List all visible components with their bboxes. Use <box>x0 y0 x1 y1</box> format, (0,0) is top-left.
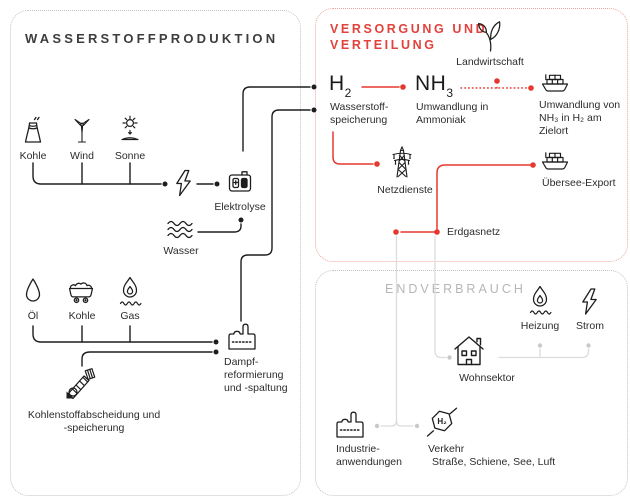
conversion-ship-icon <box>540 67 570 95</box>
heizung-label: Heizung <box>520 320 560 332</box>
coal-cart-icon <box>66 278 96 305</box>
kohle-label: Kohle <box>19 150 47 162</box>
kohle2-label: Kohle <box>68 310 96 322</box>
ammonia-line1: Umwandlung in <box>416 101 489 113</box>
enduse-panel <box>315 270 628 496</box>
reforming-label: Dampf- reformierung und -spaltung <box>224 356 288 395</box>
h2-storage-line2: speicherung <box>330 114 388 126</box>
ccs-label-line2: -speicherung <box>63 422 125 434</box>
reforming-factory-icon <box>226 320 258 351</box>
uebersee-label: Übersee-Export <box>542 177 616 189</box>
ammonia-label: Umwandlung in Ammoniak <box>416 101 488 127</box>
carbon-capture-icon <box>63 367 99 400</box>
nh3-base: NH <box>415 72 447 95</box>
ammonia-line2: Ammoniak <box>416 114 466 126</box>
verkehr-modes-label: Straße, Schiene, See, Luft <box>432 456 556 468</box>
power-bolt-icon <box>580 287 599 316</box>
h2-transport-sign-icon: H₂ <box>426 405 458 440</box>
elektrolyse-label: Elektrolyse <box>214 201 266 213</box>
water-waves-icon <box>165 219 197 240</box>
h2-sign-text: H₂ <box>437 417 447 426</box>
distribution-panel <box>315 8 628 262</box>
cooling-tower-icon <box>22 116 44 144</box>
verkehr-label-block: Verkehr Straße, Schiene, See, Luft <box>428 443 555 469</box>
sonne-label: Sonne <box>114 150 146 162</box>
ccs-label: Kohlenstoffabscheidung und -speicherung <box>18 409 170 435</box>
enduse-title: ENDVERBRAUCH <box>385 282 526 296</box>
conversion-line1: Umwandlung von <box>539 99 621 111</box>
erdgasnetz-label: Erdgasnetz <box>447 226 501 238</box>
reforming-label-line1: Dampf- <box>224 356 259 368</box>
strom-label: Strom <box>575 320 604 332</box>
oel-label: Öl <box>27 310 39 322</box>
wind-turbine-icon <box>70 116 94 144</box>
ccs-label-line1: Kohlenstoffabscheidung und <box>27 409 161 421</box>
gas-label: Gas <box>120 310 140 322</box>
house-icon <box>450 333 488 368</box>
power-tower-icon <box>389 145 415 179</box>
gas-flame-icon <box>117 276 143 306</box>
industrie-line2: anwendungen <box>336 456 402 468</box>
nh3-sub: 3 <box>446 86 454 101</box>
sun-icon <box>117 114 143 144</box>
wind-label: Wind <box>70 150 94 162</box>
distribution-title-line2: VERTEILUNG <box>330 38 437 52</box>
wasser-label: Wasser <box>163 245 199 257</box>
verkehr-label: Verkehr <box>428 443 465 455</box>
h2-storage-label: Wasserstoff- speicherung <box>330 101 388 127</box>
oil-drop-icon <box>24 277 42 305</box>
h2-storage-line1: Wasserstoff- <box>330 101 389 113</box>
reforming-label-line2: reformierung <box>224 369 284 381</box>
electricity-bolt-icon <box>174 169 193 197</box>
production-title: WASSERSTOFFPRODUKTION <box>25 31 279 46</box>
wohnsektor-label: Wohnsektor <box>459 372 515 384</box>
distribution-title: VERSORGUNG UND VERTEILUNG <box>330 21 487 53</box>
h2-formula: H2 <box>329 72 352 101</box>
landwirtschaft-label: Landwirtschaft <box>456 56 524 68</box>
agriculture-plant-icon <box>476 18 504 53</box>
conversion-label: Umwandlung von NH₃ in H₂ am Zielort <box>539 99 620 138</box>
conversion-line2: NH₃ in H₂ am <box>539 112 602 124</box>
electrolysis-cell-icon <box>226 167 254 196</box>
heating-flame-icon <box>527 285 553 315</box>
industry-factory-icon <box>334 408 366 439</box>
h2-sub: 2 <box>344 86 352 101</box>
export-ship-icon <box>540 145 570 173</box>
reforming-label-line3: und -spaltung <box>224 382 288 394</box>
industrie-label: Industrie- anwendungen <box>336 443 402 469</box>
distribution-title-line1: VERSORGUNG UND <box>330 22 488 36</box>
netzdienste-label: Netzdienste <box>377 184 433 196</box>
conversion-line3: Zielort <box>539 125 569 137</box>
h2-base: H <box>329 72 345 95</box>
nh3-formula: NH3 <box>415 72 454 101</box>
industrie-line1: Industrie- <box>336 443 380 455</box>
